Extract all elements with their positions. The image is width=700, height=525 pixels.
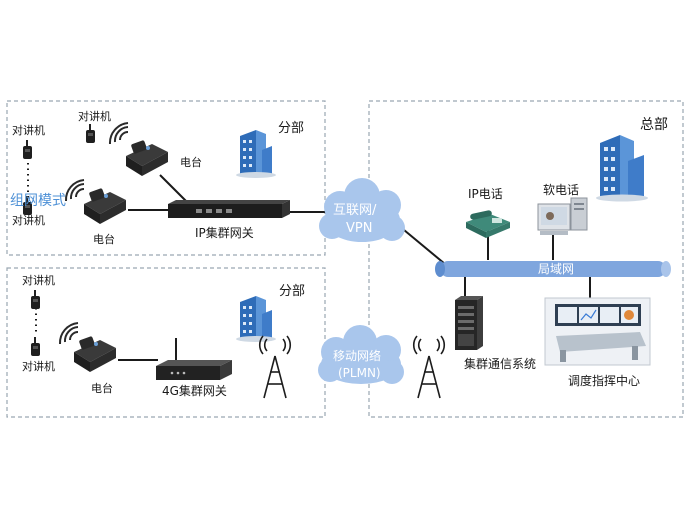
radio-label: 对讲机 — [78, 109, 111, 123]
station-label: 电台 — [91, 381, 113, 395]
ip-gateway-label: IP集群网关 — [195, 225, 254, 240]
walkie-talkie-icon — [31, 290, 40, 309]
building-icon — [596, 135, 648, 202]
station-label: 电台 — [93, 232, 115, 246]
mobile-cloud-label-2: (PLMN) — [338, 366, 381, 380]
mode-label: 组网模式 — [10, 193, 66, 209]
ip-phone-icon — [466, 210, 510, 238]
hq-title: 总部 — [640, 117, 668, 133]
internet-cloud-label: 互联网/ — [333, 203, 377, 218]
lan-bar — [435, 261, 671, 277]
server-rack-icon — [455, 296, 483, 350]
signal-wave-icon — [108, 122, 129, 145]
lan-label: 局域网 — [538, 262, 574, 276]
cell-tower-icon — [258, 335, 292, 399]
dispatch-center-image — [544, 297, 651, 366]
branch-top-region — [6, 100, 326, 256]
hq-region — [368, 100, 684, 418]
connection-lines — [118, 174, 591, 361]
building-icon — [236, 130, 276, 178]
radio-label: 对讲机 — [12, 123, 45, 137]
building-icon — [236, 296, 276, 342]
signal-wave-icon — [58, 322, 79, 345]
4g-gateway-icon — [156, 338, 232, 380]
walkie-talkie-icon — [23, 196, 32, 215]
walkie-talkie-icon — [23, 140, 32, 159]
radio-label: 对讲机 — [22, 359, 55, 373]
walkie-talkie-icon — [86, 124, 95, 143]
ip-phone-label: IP电话 — [468, 187, 503, 201]
trunk-system-label: 集群通信系统 — [464, 356, 536, 371]
ip-gateway-icon — [168, 200, 290, 218]
mobile-cloud — [318, 325, 404, 384]
radio-label: 对讲机 — [22, 273, 55, 287]
soft-phone-label: 软电话 — [543, 183, 579, 197]
mobile-cloud-label: 移动网络 — [333, 348, 381, 363]
branch-bottom-title: 分部 — [279, 284, 305, 299]
internet-cloud-label-2: VPN — [346, 221, 372, 236]
soft-phone-icon — [537, 197, 588, 235]
cell-tower-icon — [412, 335, 446, 399]
labels: 分部 对讲机 对讲机 对讲机 电台 电台 组网模式 IP集群网关 分部 对讲机 … — [10, 109, 668, 398]
branch-top-title: 分部 — [278, 121, 304, 136]
signal-wave-icon — [64, 179, 85, 202]
radio-station-icon — [126, 140, 168, 176]
radio-station-icon — [74, 336, 116, 372]
4g-gateway-label: 4G集群网关 — [162, 383, 227, 398]
internet-cloud — [319, 178, 405, 242]
radio-station-icon — [84, 188, 126, 224]
walkie-talkie-icon — [31, 337, 40, 356]
radio-label: 对讲机 — [12, 213, 45, 227]
station-label: 电台 — [180, 155, 202, 169]
dispatch-center-label: 调度指挥中心 — [568, 373, 640, 388]
